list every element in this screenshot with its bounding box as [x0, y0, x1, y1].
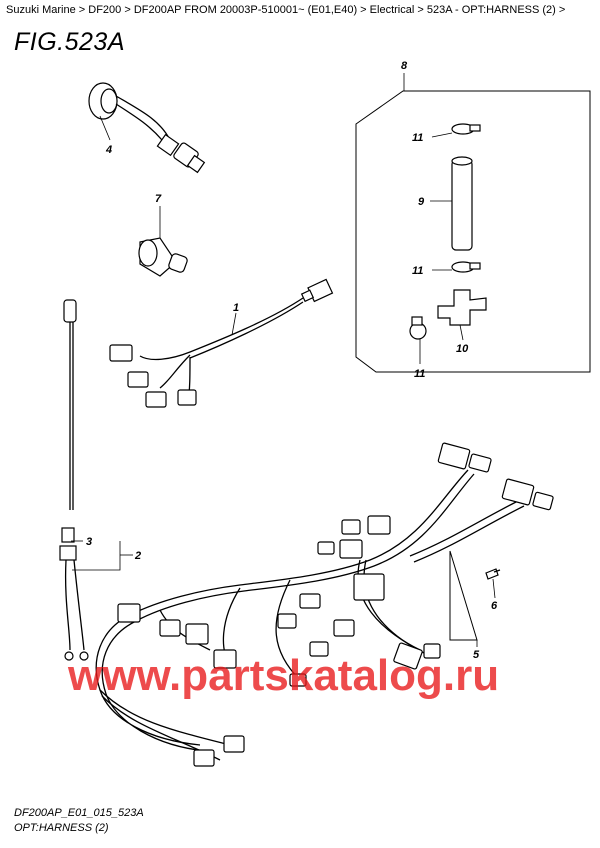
part-6-screw[interactable] — [485, 568, 501, 580]
callout-leader-1 — [231, 312, 237, 336]
figure-title: FIG.523A — [14, 28, 125, 56]
callout-label-1: 1 — [233, 302, 239, 314]
callout-label-5: 5 — [473, 649, 480, 661]
callout-label-7: 7 — [155, 193, 162, 205]
breadcrumb-link-model[interactable]: DF200AP FROM 20003P-510001~ (E01,E40) — [133, 4, 358, 16]
callout-leader-6 — [492, 578, 496, 599]
part-4-sender[interactable] — [88, 82, 206, 174]
callout-label-11-upper: 11 — [412, 132, 423, 144]
part-10-joint[interactable] — [437, 289, 487, 326]
callout-label-11-middle: 11 — [412, 265, 423, 277]
callout-label-3: 3 — [86, 536, 92, 548]
breadcrumb-separator: > — [555, 4, 566, 16]
callout-label-2: 2 — [134, 550, 141, 562]
assembly-outline-5 — [449, 550, 478, 641]
watermark: www.partskatalog.ru — [67, 651, 499, 700]
part-11-clamp-upper[interactable] — [451, 123, 481, 135]
breadcrumb-link-electrical[interactable]: Electrical — [369, 4, 415, 16]
callout-label-10: 10 — [456, 343, 469, 355]
part-3-lead-wire[interactable] — [59, 299, 89, 661]
callout-leader-2 — [72, 541, 121, 571]
part-1-harness[interactable] — [109, 278, 334, 408]
breadcrumb-link-df200[interactable]: DF200 — [88, 4, 122, 16]
footer-diagram-name: OPT:HARNESS (2) — [14, 822, 109, 834]
callout-leader-11a — [431, 132, 453, 138]
breadcrumb-separator: > — [75, 4, 89, 16]
breadcrumb-separator: > — [357, 4, 370, 16]
breadcrumb: Suzuki Marine > DF200 > DF200AP FROM 200… — [6, 4, 565, 16]
part-11-clamp-middle[interactable] — [451, 261, 481, 273]
callout-label-6: 6 — [491, 600, 498, 612]
breadcrumb-separator: > — [121, 4, 134, 16]
kit-outline-8 — [355, 90, 591, 373]
callout-label-11-lower: 11 — [414, 368, 425, 380]
callout-leader-10 — [459, 324, 464, 341]
callout-label-4: 4 — [105, 144, 112, 156]
callout-label-9: 9 — [418, 196, 425, 208]
callout-leader-4 — [99, 115, 111, 141]
breadcrumb-separator: > — [414, 4, 427, 16]
part-11-clamp-lower[interactable] — [409, 316, 427, 340]
callout-label-8: 8 — [401, 60, 408, 72]
part-5-main-harness[interactable] — [95, 442, 554, 767]
footer-diagram-code: DF200AP_E01_015_523A — [14, 807, 144, 819]
part-9-hose[interactable] — [451, 156, 473, 251]
breadcrumb-link-suzuki-marine[interactable]: Suzuki Marine — [6, 4, 76, 16]
part-7-plug[interactable] — [138, 237, 188, 277]
breadcrumb-link-current-page[interactable]: 523A - OPT:HARNESS (2) — [426, 4, 556, 16]
